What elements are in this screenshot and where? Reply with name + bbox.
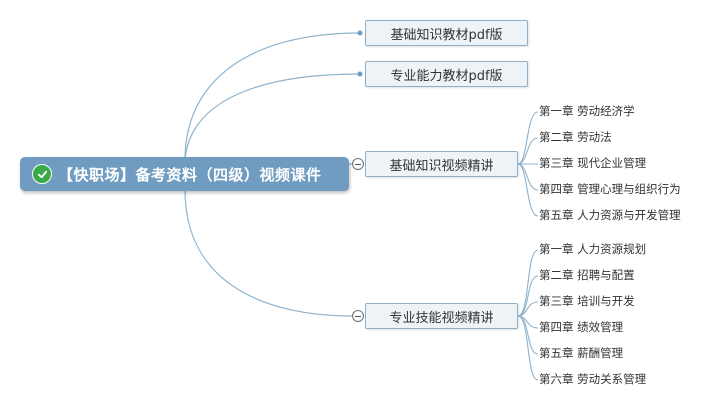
subtopic-skill-ch4[interactable]: 第四章 绩效管理 [539,320,624,334]
connector-b3-leaf-1 [517,111,539,165]
branch-topic-3-label: 基础知识视频精讲 [389,158,494,174]
branch-topic-2-label: 专业能力教材pdf版 [390,68,503,84]
subtopic-basic-ch1[interactable]: 第一章 劳动经济学 [539,104,635,118]
check-circle-icon [32,164,52,184]
subtopic-skill-ch5[interactable]: 第五章 薪酬管理 [539,346,624,360]
subtopic-basic-ch5[interactable]: 第五章 人力资源与开发管理 [539,208,681,222]
connector-b4-leaf-2 [517,275,539,317]
branch-topic-2[interactable]: 专业能力教材pdf版 [365,61,528,87]
connector-b3-leaf-4 [517,163,539,191]
connector-b3-leaf-5 [517,163,539,217]
connector-root-branch-2 [184,73,361,161]
branch-topic-3[interactable]: 基础知识视频精讲 [365,151,518,177]
subtopic-skill-ch2[interactable]: 第二章 招聘与配置 [539,268,635,282]
subtopic-skill-ch6[interactable]: 第六章 劳动关系管理 [539,372,647,386]
branch-topic-4[interactable]: 专业技能视频精讲 [365,303,518,329]
branch-topic-1-label: 基础知识教材pdf版 [390,27,503,43]
connector-dot-2 [357,71,363,77]
subtopic-basic-ch2[interactable]: 第二章 劳动法 [539,130,612,144]
branch-topic-4-label: 专业技能视频精讲 [389,310,494,326]
connector-b3-leaf-2 [517,137,539,165]
root-topic-label: 【快职场】备考资料（四级）视频课件 [58,165,322,184]
subtopic-basic-ch3[interactable]: 第三章 现代企业管理 [539,156,647,170]
subtopic-skill-ch1[interactable]: 第一章 人力资源规划 [539,242,647,256]
connector-b4-leaf-1 [517,249,539,317]
connector-dot-1 [357,30,363,36]
branch-topic-1[interactable]: 基础知识教材pdf版 [365,20,528,46]
connector-root-branch-1 [184,32,361,161]
connector-b4-leaf-3 [517,301,539,317]
subtopic-skill-ch3[interactable]: 第三章 培训与开发 [539,294,635,308]
connector-b4-leaf-6 [517,315,539,381]
root-topic[interactable]: 【快职场】备考资料（四级）视频课件 [20,157,349,191]
connector-root-branch-4 [184,189,353,317]
collapse-toggle-branch-4[interactable] [352,310,364,322]
subtopic-basic-ch4[interactable]: 第四章 管理心理与组织行为 [539,182,681,196]
collapse-toggle-branch-3[interactable] [352,158,364,170]
